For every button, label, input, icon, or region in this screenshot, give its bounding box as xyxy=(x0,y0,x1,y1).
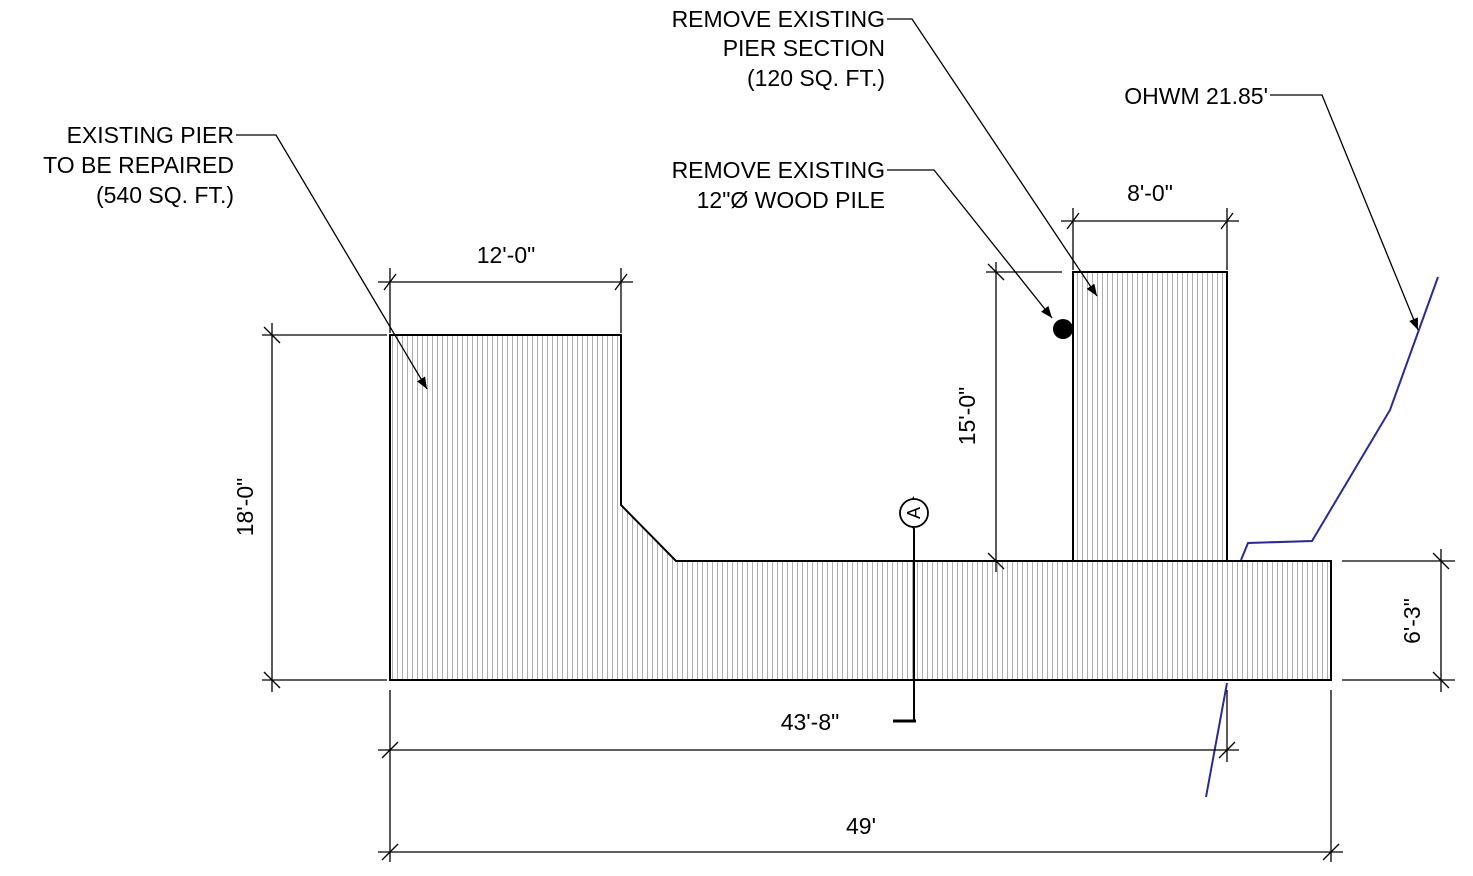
dimension-top-left-width: 12'-0" xyxy=(378,242,633,333)
note-existing-pier-line-1: EXISTING PIER xyxy=(67,122,234,148)
note-existing-pier-line-2: TO BE REPAIRED xyxy=(43,152,234,178)
dimension-right-section-height: 15'-0" xyxy=(954,262,1062,572)
dim-label-top-right-width: 8'-0" xyxy=(1127,180,1173,206)
ohwm-line-lower xyxy=(1205,682,1228,798)
dim-label-right-section-height: 15'-0" xyxy=(954,387,980,446)
wood-pile-symbol xyxy=(1053,319,1073,339)
section-marker-a: A xyxy=(893,496,929,723)
note-existing-pier-line-3: (540 SQ. FT.) xyxy=(96,182,234,208)
ohwm-line xyxy=(1240,276,1439,561)
leader-ohwm xyxy=(1270,94,1419,331)
dim-label-length-total: 49' xyxy=(846,813,876,839)
note-remove-section-line-1: REMOVE EXISTING xyxy=(672,6,885,32)
note-remove-pile-line-1: REMOVE EXISTING xyxy=(672,157,885,183)
leader-existing-pier xyxy=(236,134,428,390)
remove-pier-section-shape xyxy=(1072,271,1228,562)
dim-label-length-partial: 43'-8" xyxy=(781,709,840,735)
leader-remove-section xyxy=(887,18,1098,297)
note-remove-pier-section: REMOVE EXISTING PIER SECTION (120 SQ. FT… xyxy=(672,6,1098,297)
dimension-right-height: 6'-3" xyxy=(1342,549,1455,692)
dimension-top-right-width: 8'-0" xyxy=(1061,180,1239,270)
dimension-left-height: 18'-0" xyxy=(232,323,387,692)
note-remove-pile: REMOVE EXISTING 12"Ø WOOD PILE xyxy=(672,157,1053,319)
note-remove-section-line-3: (120 SQ. FT.) xyxy=(747,65,885,91)
dim-label-left-height: 18'-0" xyxy=(232,478,258,537)
dim-label-right-height: 6'-3" xyxy=(1399,598,1425,644)
dim-label-top-left-width: 12'-0" xyxy=(477,242,536,268)
note-ohwm-label: OHWM 21.85' xyxy=(1124,83,1268,109)
note-existing-pier: EXISTING PIER TO BE REPAIRED (540 SQ. FT… xyxy=(43,122,428,390)
dimension-length-partial: 43'-8" xyxy=(378,690,1239,862)
section-marker-label: A xyxy=(904,507,924,519)
leader-remove-pile xyxy=(887,169,1053,319)
note-remove-pile-line-2: 12"Ø WOOD PILE xyxy=(697,187,885,213)
note-ohwm: OHWM 21.85' xyxy=(1124,83,1419,331)
note-remove-section-line-2: PIER SECTION xyxy=(723,35,885,61)
dimension-length-total: 49' xyxy=(378,690,1343,862)
